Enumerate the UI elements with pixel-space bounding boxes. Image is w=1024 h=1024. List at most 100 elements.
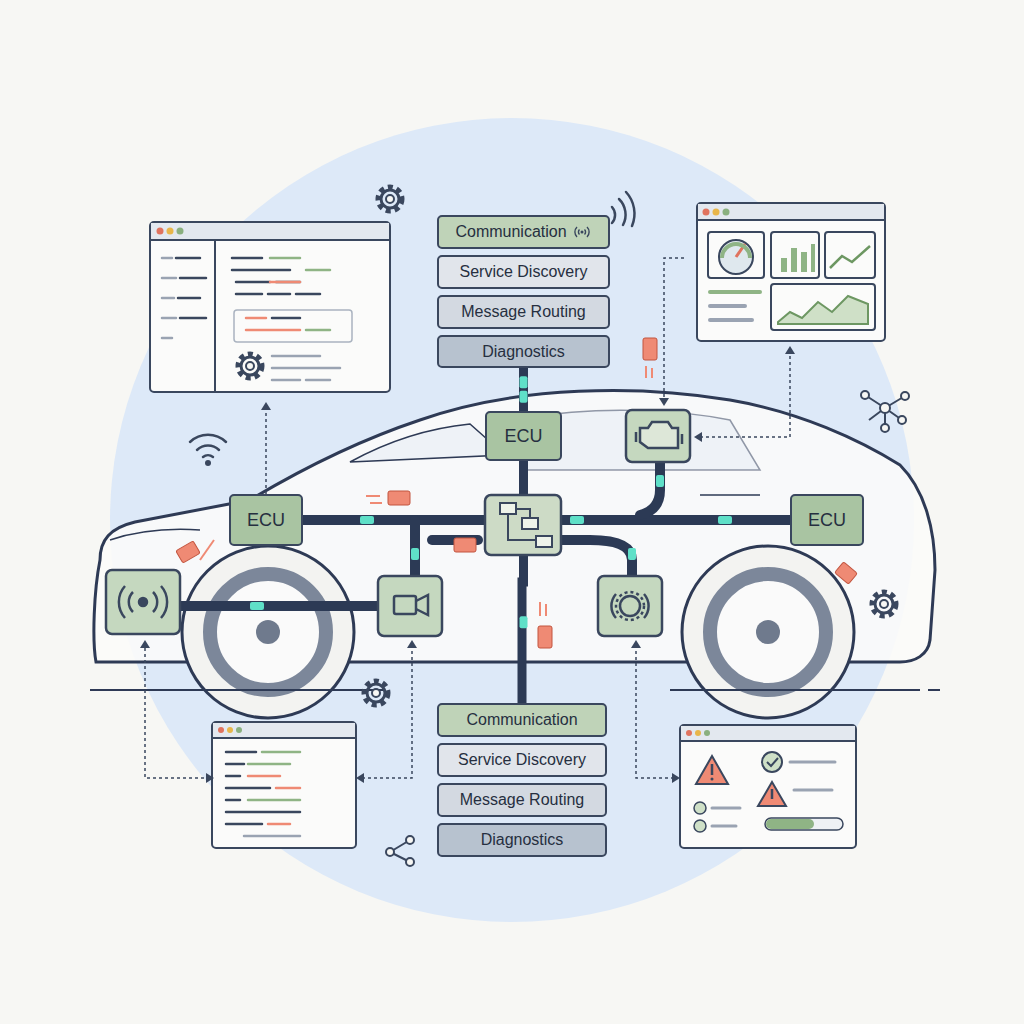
illustration-part [234, 310, 352, 342]
layer-box: Diagnostics [437, 823, 607, 857]
illustration-part [306, 329, 330, 332]
bus-connector [519, 368, 528, 411]
illustration-part [762, 752, 782, 772]
illustration-part [861, 391, 869, 399]
illustration-part [771, 789, 774, 799]
illustration-part [697, 203, 885, 341]
illustration-part [881, 424, 889, 432]
illustration-part [718, 516, 732, 524]
box-label: Communication [466, 711, 577, 729]
illustration-part [708, 232, 875, 330]
illustration-part [205, 460, 211, 466]
illustration-part [636, 645, 676, 778]
layer-box: Diagnostics [437, 335, 610, 368]
illustration-part [626, 410, 690, 462]
illustration-part [771, 284, 875, 330]
layer-box: Message Routing [437, 783, 607, 817]
illustration-part [656, 475, 664, 487]
illustration-part [176, 258, 206, 318]
illustration-part [612, 192, 634, 226]
illustration-part [538, 626, 552, 648]
illustration-part [270, 281, 300, 284]
illustration-part [246, 318, 300, 330]
illustration-part [711, 764, 714, 775]
illustration-part [672, 773, 680, 783]
illustration-part [659, 398, 669, 406]
illustration-part [362, 645, 412, 778]
bus-signal [520, 376, 528, 388]
illustration-part [407, 640, 417, 648]
illustration-part [562, 540, 632, 578]
illustration-part [238, 354, 262, 378]
illustration-part [681, 726, 855, 740]
illustration-part [646, 366, 652, 378]
illustration-part [598, 576, 662, 636]
illustration-part [213, 723, 355, 737]
illustration-part [227, 727, 233, 733]
illustration-part [200, 540, 214, 560]
illustration-part [360, 516, 374, 524]
illustration-part [703, 209, 710, 216]
illustration-part [620, 596, 640, 616]
illustration-part [712, 762, 835, 826]
illustration-part [140, 640, 150, 648]
illustration-part [388, 491, 410, 505]
box-label: ECU [808, 510, 846, 531]
illustration-part [785, 346, 795, 354]
illustration-part [697, 219, 885, 221]
illustration-part [811, 244, 815, 272]
illustration-part [835, 562, 858, 584]
ecu-box: ECU [229, 494, 303, 546]
bus-signal [520, 616, 528, 628]
illustration-part [682, 546, 854, 718]
illustration-part [236, 727, 242, 733]
illustration-part [767, 758, 778, 766]
ecu-box: ECU [790, 494, 864, 546]
illustration-part [180, 601, 380, 611]
illustration-part [522, 518, 538, 529]
layer-box: Message Routing [437, 295, 610, 329]
illustration-part [713, 209, 720, 216]
illustration-part [696, 756, 728, 784]
illustration-part [500, 503, 516, 514]
illustration-part [616, 592, 644, 620]
box-label: Message Routing [461, 303, 586, 321]
illustration-part [756, 620, 780, 644]
illustration-part [710, 292, 760, 320]
illustration-part [119, 586, 167, 618]
illustration-part [611, 592, 648, 620]
illustration-part [232, 258, 320, 294]
box-label: ECU [247, 510, 285, 531]
illustration-part [664, 258, 684, 400]
illustration-part [758, 782, 786, 806]
illustration-part [570, 516, 584, 524]
illustration-part [872, 592, 896, 616]
illustration-part [580, 231, 583, 234]
illustration-part [485, 495, 561, 555]
illustration-part [350, 424, 505, 462]
illustration-part [880, 403, 890, 413]
illustration-part [210, 574, 326, 690]
illustration-part [710, 304, 745, 308]
signal-icon [572, 224, 592, 240]
illustration-part [710, 318, 752, 322]
illustration-part [244, 835, 300, 838]
box-label: Diagnostics [482, 343, 565, 361]
illustration-part [825, 232, 875, 278]
layer-box: Service Discovery [437, 743, 607, 777]
illustration-part [791, 248, 797, 272]
illustration-part [686, 730, 692, 736]
illustration-part [901, 392, 909, 400]
layer-box: Communication [437, 703, 607, 737]
illustration-part [695, 730, 701, 736]
bus-signal [520, 391, 528, 403]
illustration-part [106, 570, 180, 634]
illustration-part [110, 118, 914, 922]
illustration-part [364, 681, 388, 705]
illustration-part [536, 536, 552, 547]
illustration-part [700, 494, 760, 496]
illustration-part [256, 620, 280, 644]
illustration-part [781, 244, 815, 272]
illustration-part [680, 725, 856, 848]
